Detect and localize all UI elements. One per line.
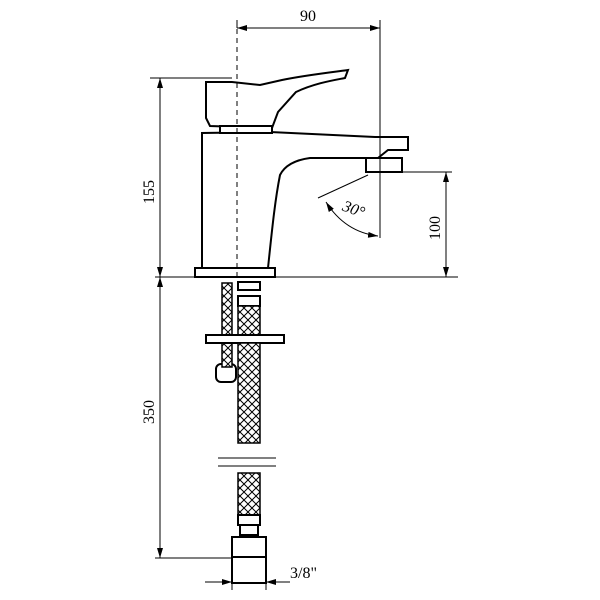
supply-hose-assembly [205,281,285,584]
hose-top-fitting [237,281,261,291]
mounting-bracket [205,334,285,344]
spout-height-label: 100 [427,216,444,240]
body-height-dimension: 155 [141,77,232,277]
connector-size-dimension: 3/8" [205,565,317,590]
connector-fitting [231,556,267,584]
threaded-stud [221,282,233,339]
braided-hose-upper [237,342,261,444]
spout-angle-label: 30° [339,198,367,222]
spout-height-dimension: 100 [402,171,452,277]
stud-lower [221,342,233,368]
connector-nut [231,536,267,558]
width-dimension-label: 90 [300,8,316,25]
width-dimension: 90 [236,8,381,238]
hose-nut [237,295,261,307]
base-plate [194,267,276,278]
braided-hose-lower [237,472,261,516]
lower-crimp [239,524,259,536]
aerator [365,157,403,173]
hose-length-dimension: 350 [141,277,232,559]
hose-upper [237,305,261,339]
faucet-column [201,130,409,269]
faucet-body [194,68,409,278]
handle-collar [219,125,273,134]
lever-handle [205,68,350,130]
lower-ferrule [237,514,261,526]
body-height-label: 155 [141,180,158,204]
spout-angle-dimension: 30° [317,174,379,238]
hose-length-label: 350 [141,400,158,424]
connector-size-label: 3/8" [290,565,317,582]
